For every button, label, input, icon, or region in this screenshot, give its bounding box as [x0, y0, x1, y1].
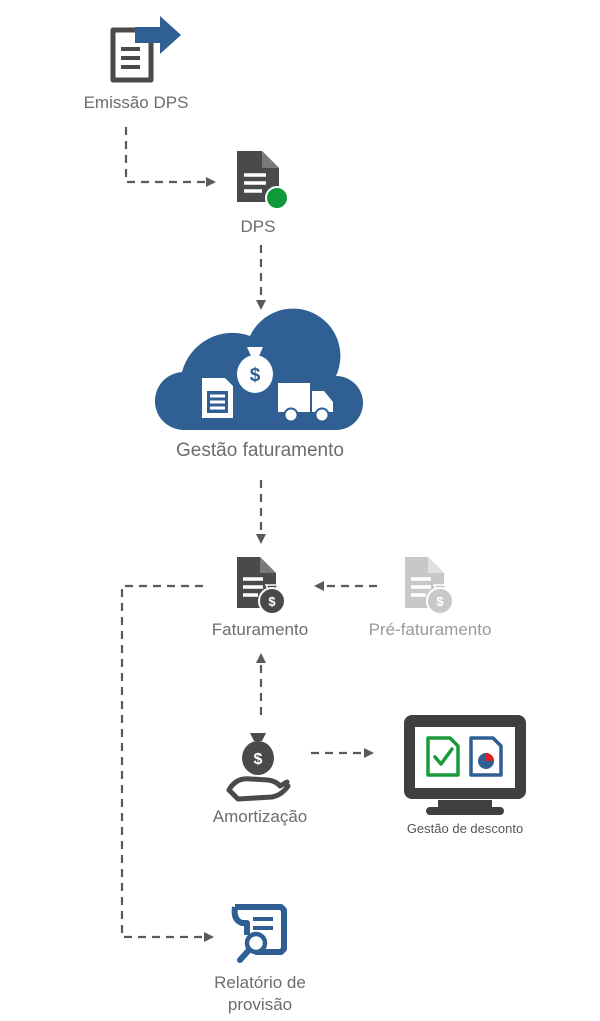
label-pre-faturamento: Pré-faturamento	[368, 620, 492, 639]
report-search-icon	[231, 904, 287, 963]
monitor-documents-icon	[404, 715, 526, 815]
connectors	[120, 127, 377, 942]
svg-text:$: $	[436, 594, 444, 609]
connector-faturamento-to-relatorio	[120, 584, 214, 942]
label-relatorio-line1: Relatório de	[214, 973, 306, 992]
label-amortizacao: Amortização	[212, 807, 308, 826]
label-relatorio-line2: provisão	[227, 995, 293, 1014]
svg-text:$: $	[250, 365, 261, 386]
invoice-money-icon: $	[237, 557, 286, 615]
connector-emissao-to-dps	[124, 127, 216, 187]
document-export-icon	[110, 16, 181, 83]
invoice-money-light-icon: $	[405, 557, 454, 615]
cloud-billing-icon: $	[154, 308, 363, 431]
document-status-icon	[237, 151, 289, 210]
svg-text:$: $	[254, 751, 263, 768]
label-gestao-faturamento: Gestão faturamento	[176, 440, 344, 461]
hand-money-icon: $	[226, 733, 291, 802]
svg-text:$: $	[268, 594, 276, 609]
label-faturamento: Faturamento	[211, 620, 309, 639]
label-gestao-desconto: Gestão de desconto	[406, 821, 524, 836]
label-dps: DPS	[240, 217, 276, 236]
label-emissao-dps: Emissão DPS	[83, 93, 189, 112]
